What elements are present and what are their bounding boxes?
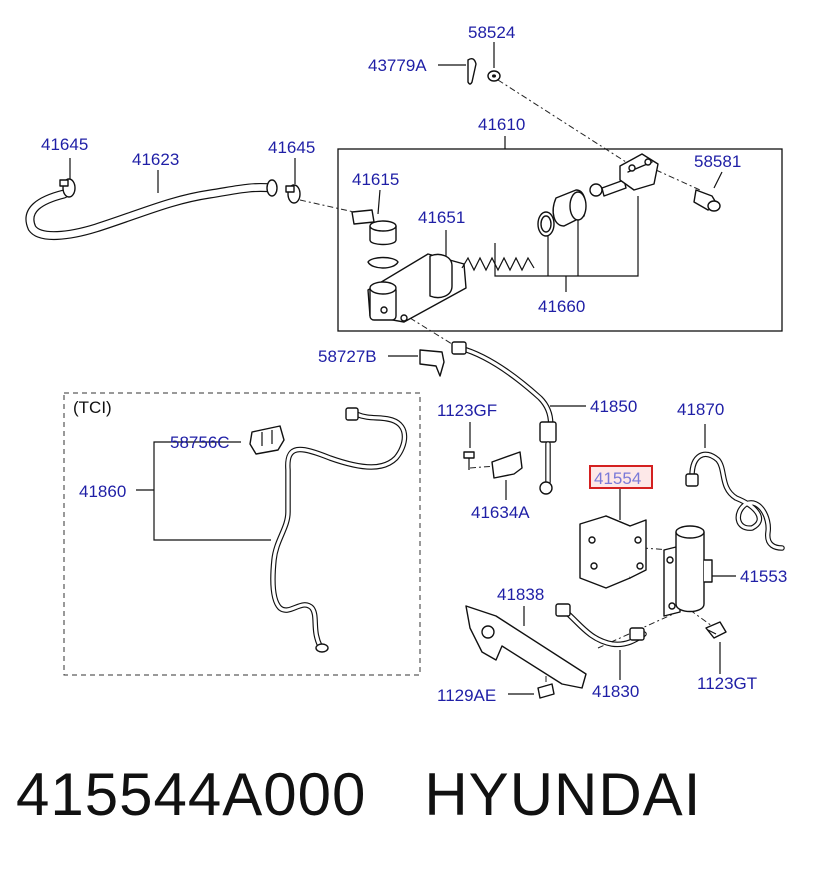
label-41615: 41615 [352,170,399,189]
clevis-pin-clip-43779A-icon [467,57,477,85]
bolt-1123GT-icon [705,621,727,639]
label-41645-left: 41645 [41,135,88,154]
piston-cup-icon [552,189,587,227]
label-41870: 41870 [677,400,724,419]
label-58727B: 58727B [318,347,377,366]
clutch-pipe-41830 [555,603,647,648]
clutch-tube-41850 [451,341,557,495]
bracket-41634A-icon [491,451,523,479]
leader-lines [69,42,736,695]
reservoir-41615-icon [351,209,399,269]
label-41651: 41651 [418,208,465,227]
label-41645-right: 41645 [268,138,315,157]
seal-ring-icon [537,211,555,237]
release-cylinder-41553-icon [663,525,713,617]
label-41610: 41610 [478,115,525,134]
bushing-58581-icon [693,189,721,212]
label-41860: 41860 [79,482,126,501]
highlight-box [589,465,653,489]
tci-pipe-41860 [270,407,408,653]
label-41660: 41660 [538,297,585,316]
label-58581: 58581 [694,152,741,171]
master-cylinder-41651-icon [367,253,467,323]
tci-frame [63,392,421,676]
label-58524: 58524 [468,23,515,42]
label-1123GT: 1123GT [697,674,757,693]
clip-58727B-icon [419,349,445,377]
label-41623: 41623 [132,150,179,169]
part-number: 415544A000 [16,761,367,828]
label-41830: 41830 [592,682,639,701]
label-41634A: 41634A [471,503,530,522]
label-1129AE: 1129AE [437,686,496,705]
bracket-41554-icon [579,515,647,589]
label-41553: 41553 [740,567,787,586]
clip-58756C-icon [249,425,285,455]
hose-clamp-41645-left-icon [59,178,76,198]
screw-1129AE-icon [537,683,555,699]
washer-58524-icon [487,70,501,82]
brand-name: HYUNDAI [424,761,702,828]
label-58756C: 58756C [170,433,230,452]
label-tci: (TCI) [73,398,112,417]
label-41850: 41850 [590,397,637,416]
push-rod-clevis-icon [589,153,659,197]
return-spring-icon [461,256,535,272]
footer-caption: 415544A000 HYUNDAI [16,760,701,829]
label-41554: 41554 [594,469,641,488]
label-41838: 41838 [497,585,544,604]
label-43779A: 43779A [368,56,427,75]
hose-clamp-41645-right-icon [285,184,301,204]
bracket-41838-icon [465,605,587,689]
bolt-1123GF-icon [463,451,475,470]
hose-41623 [25,179,278,241]
master-cylinder-assembly-frame [337,148,783,332]
label-1123GF: 1123GF [437,401,497,420]
hose-41870 [685,451,785,551]
